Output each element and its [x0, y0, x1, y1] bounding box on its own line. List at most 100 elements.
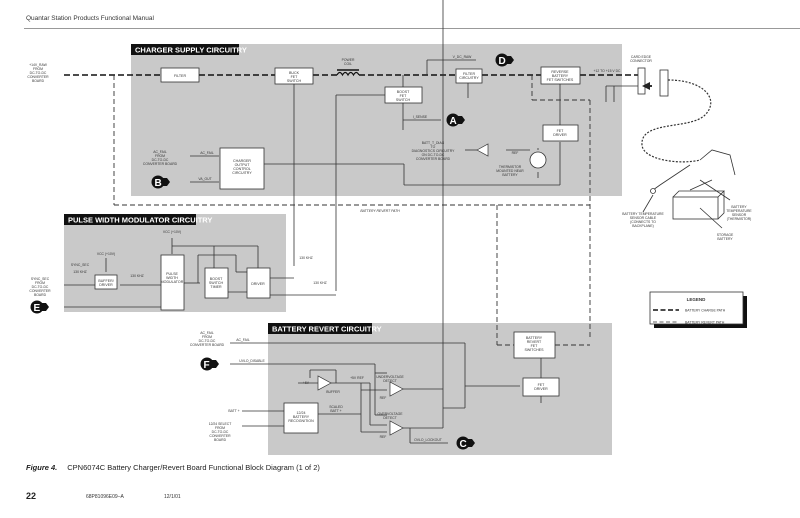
plus5v-label: +5V — [303, 381, 310, 385]
vcc-label-2: VCC (+10V) — [97, 252, 115, 256]
buck-label-3: SWITCH — [287, 79, 302, 83]
filter-circ-label-1: FILTER — [463, 72, 476, 76]
battery-revert-path — [113, 75, 591, 346]
manual-title: Quantar Station Products Functional Manu… — [26, 15, 154, 22]
storage-2: BATTERY — [717, 237, 733, 241]
diag-2: TO — [431, 145, 436, 149]
tsensor-4: (THERMISTOR) — [727, 217, 752, 221]
diag-1: BATT_T_DIAG — [422, 141, 445, 145]
rev-batt-label-3: FET SWITCHES — [547, 78, 574, 82]
out-voltage-label: +12 TO +15 V DC — [593, 69, 621, 73]
connector-a: A — [446, 113, 465, 127]
v-dc-raw-label: V_DC_RAW — [453, 55, 473, 59]
connector-f: F — [200, 357, 219, 371]
cocc-4: CIRCUITRY — [232, 171, 252, 175]
pwm-block — [160, 254, 185, 311]
va-out-label: VA_OUT — [198, 177, 211, 181]
i-sense-label: I_SENSE — [413, 115, 428, 119]
bst-1: BOOST — [210, 277, 223, 281]
diag-3: DIAGNOSTICS CIRCUITRY — [412, 149, 455, 153]
ov-2: DETECT — [383, 416, 397, 420]
tsensor-2: TEMPERATURE — [726, 209, 752, 213]
connector-b: B — [151, 175, 170, 189]
v14-label-2: FROM — [33, 67, 43, 71]
rev-batt-label-2: BATTERY — [552, 74, 569, 78]
boost-label-2: FET — [400, 94, 408, 98]
revert-path-label: BATTERY REVERT PATH — [360, 209, 400, 213]
ov-1: OVERVOLTAGE — [377, 412, 403, 416]
pwm-1: PULSE — [166, 272, 178, 276]
connector-d: D — [495, 53, 514, 67]
sel-4: CONVERTER — [209, 434, 231, 438]
battery-recognition-block — [283, 402, 319, 434]
ac-fail-signal: AC_FAIL — [200, 151, 214, 155]
uv-2: DETECT — [383, 379, 397, 383]
undervoltage-comparator — [389, 381, 404, 397]
recog-3: RECOGNITION — [288, 419, 314, 423]
filter-circ-label-2: CIRCUITRY — [459, 76, 479, 80]
signal-wires — [64, 0, 638, 444]
sync-4: CONVERTER — [29, 289, 51, 293]
tsensor-1: BATTERY — [731, 205, 747, 209]
driver-block — [246, 267, 271, 299]
cocc-3: CONTROL — [233, 167, 251, 171]
sel-2: FROM — [215, 426, 225, 430]
power-coil — [336, 71, 360, 77]
v14-label-1: +14V_RAW — [29, 63, 47, 67]
fet-driver-bot-2: DRIVER — [534, 387, 548, 391]
figure-caption: Figure 4. CPN6074C Battery Charger/Revert… — [26, 463, 320, 472]
storage-1: STORAGE — [717, 233, 734, 237]
legend: LEGEND BATTERY CHARGE PATH BATTERY REVER… — [649, 291, 747, 328]
overvoltage-comparator — [389, 420, 404, 436]
acf-bot-3: DC-TO-DC — [199, 339, 216, 343]
svg-text:LEGEND: LEGEND — [687, 297, 707, 302]
therm-2: MOUNTED NEAR — [496, 169, 524, 173]
card-edge-2: CONNECTOR — [630, 59, 652, 63]
pwm-3: MODULATOR — [161, 280, 184, 284]
acf-top-2: FROM — [155, 154, 165, 158]
document-number: 68P81096E09–A — [86, 494, 124, 500]
document-date: 12/1/01 — [164, 494, 181, 500]
acf-top-1: AC_FAIL — [153, 150, 167, 154]
fet-driver-top-2: DRIVER — [553, 133, 567, 137]
coil-label-1: POWER — [342, 58, 355, 62]
buck-fet-switch-block — [274, 67, 314, 85]
brfs-3: FET — [531, 344, 539, 348]
freq-label-4: 130 KHZ — [313, 281, 326, 285]
batt-plus-label: BATT + — [228, 409, 239, 413]
acf-bot-4: CONVERTER BOARD — [190, 343, 225, 347]
svg-text:D: D — [499, 56, 506, 67]
revert-section-title: BATTERY REVERT CIRCUITRY — [272, 325, 382, 334]
therm-3: BATTERY — [502, 173, 518, 177]
sel-1: 12/24 SELECT — [209, 422, 232, 426]
svg-text:A: A — [450, 116, 457, 127]
sync-5: BOARD — [34, 293, 47, 297]
reverse-battery-fet-switches-block — [540, 66, 581, 85]
brfs-1: BATTERY — [526, 336, 543, 340]
sync-2: FROM — [35, 281, 45, 285]
scaled-1: SCALED — [329, 405, 343, 409]
freq-label-2: 130 KHZ — [130, 274, 143, 278]
legend-charge-label: BATTERY CHARGE PATH — [685, 309, 726, 313]
battery-revert-fet-switches-block — [513, 331, 556, 359]
connector-e: E — [30, 300, 49, 314]
figure-text: CPN6074C Battery Charger/Revert Board Fu… — [67, 463, 320, 472]
buffer-label: BUFFER — [326, 390, 340, 394]
buffer-driver-1: BUFFER/ — [98, 279, 113, 283]
sel-5: BOARD — [214, 438, 227, 442]
sync-3: DC-TO-DC — [32, 285, 49, 289]
figure-label: Figure 4. — [26, 463, 58, 472]
boost-switch-timer-block — [204, 267, 229, 299]
acf-top-4: CONVERTER BOARD — [143, 162, 178, 166]
brfs-4: SWITCHES — [525, 348, 545, 352]
connector-c: C — [456, 436, 475, 450]
cable-2: SENSOR CABLE — [630, 216, 657, 220]
cocc-1: CHARGER — [233, 159, 251, 163]
cocc-2: OUTPUT — [235, 163, 251, 167]
recog-2: BATTERY — [293, 415, 310, 419]
sync-1: SYNC_SEC — [31, 277, 50, 281]
legend-revert-label: BATTERY REVERT PATH — [685, 321, 725, 325]
card-edge-connector — [637, 67, 646, 95]
brfs-2: REVERT — [527, 340, 542, 344]
